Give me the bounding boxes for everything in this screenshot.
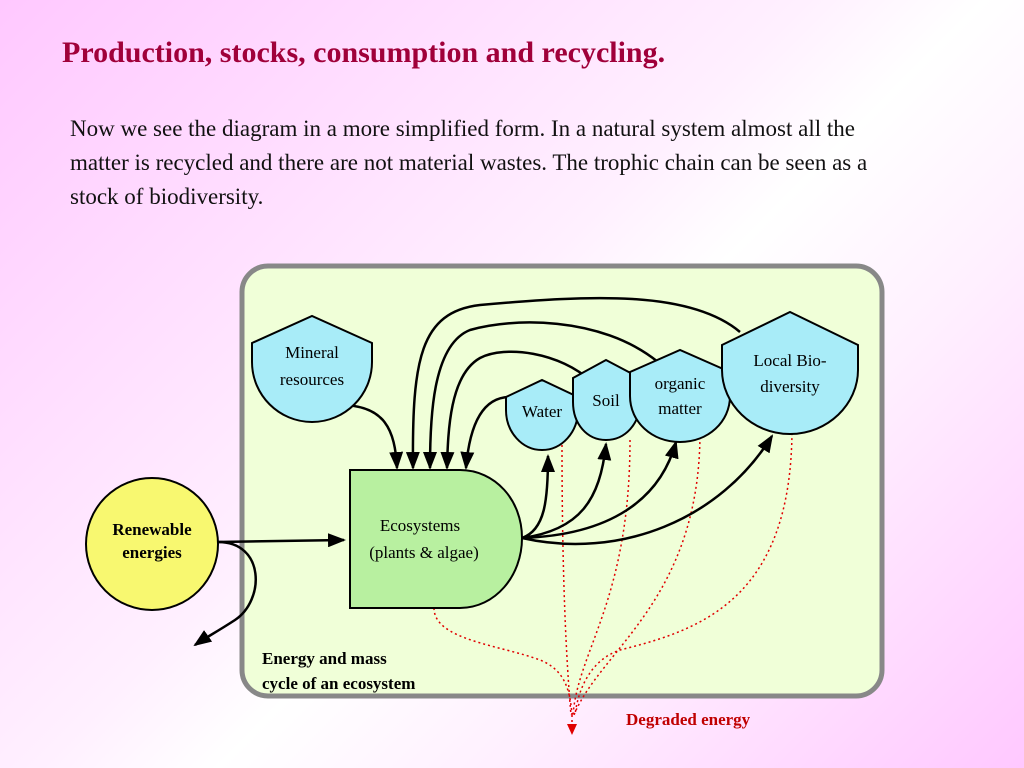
ecosystems-label-1: Ecosystems: [380, 516, 460, 535]
production-arrows: [521, 434, 774, 546]
biodiversity-label-2: diversity: [760, 377, 820, 396]
local-biodiversity-storage: Local Bio- diversity: [721, 310, 859, 436]
organic-label-1: organic: [655, 374, 706, 393]
soil-storage: Soil: [572, 358, 641, 442]
cycle-caption-2: cycle of an ecosystem: [262, 674, 415, 693]
renewable-label-1: Renewable: [112, 520, 192, 539]
organic-label-2: matter: [658, 399, 702, 418]
slide-paragraph: Now we see the diagram in a more simplif…: [70, 116, 868, 209]
cycle-caption-1: Energy and mass: [262, 649, 387, 668]
renewable-energies-source: Renewable energies: [85, 477, 219, 611]
biodiversity-label-1: Local Bio-: [753, 351, 827, 370]
slide-title: Production, stocks, consumption and recy…: [62, 36, 666, 69]
energy-arrows: [193, 533, 346, 647]
mineral-resources-storage: Mineral resources: [251, 314, 373, 424]
degraded-energy-flows: [433, 427, 793, 735]
mineral-label-1: Mineral: [285, 343, 339, 362]
degraded-energy-label: Degraded energy: [626, 710, 751, 729]
ecosystems-label-2: (plants & algae): [369, 543, 479, 562]
soil-label: Soil: [592, 391, 620, 410]
mineral-label-2: resources: [280, 370, 344, 389]
ecosystems-producer: Ecosystems (plants & algae): [349, 469, 524, 609]
water-label: Water: [522, 402, 562, 421]
renewable-label-2: energies: [122, 543, 182, 562]
